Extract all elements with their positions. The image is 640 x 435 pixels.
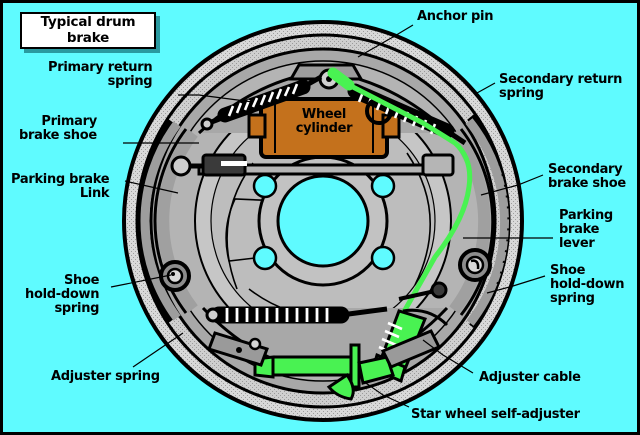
drum-lining-speckle	[148, 33, 511, 409]
figure-title: Typical drum brake	[40, 14, 136, 46]
leader-shoe-hold-down-spring-right	[486, 275, 546, 294]
anchor-pad-rivet-left	[236, 347, 242, 353]
leader-parking-brake-link	[124, 180, 179, 194]
callout-secondary-brake-shoe: Secondary brake shoe	[548, 162, 626, 192]
callout-adjuster-spring: Adjuster spring	[51, 369, 160, 384]
lever-pivot-boss	[430, 281, 448, 299]
leader-shoe-hold-down-spring-left	[110, 274, 172, 288]
adjuster-spring	[205, 306, 388, 324]
callout-star-wheel-self-adjuster: Star wheel self-adjuster	[411, 407, 580, 422]
leader-star-wheel-self-adjuster	[362, 380, 410, 408]
lug-hole	[370, 173, 396, 199]
parking-brake-link	[170, 153, 455, 177]
primary-shoe-web	[140, 121, 181, 321]
lug-hole	[252, 245, 278, 271]
star-wheel-tab	[326, 372, 355, 401]
secondary-shoe-body	[449, 129, 491, 314]
star-wheel-self-adjuster	[253, 343, 395, 401]
callout-secondary-return-spring: Secondary return spring	[499, 72, 623, 102]
callout-parking-brake-link: Parking brake Link	[11, 172, 110, 202]
shoe-hold-down-spring-left	[159, 260, 191, 292]
leader-primary-return-spring	[178, 94, 254, 103]
callout-leader-lines	[110, 24, 553, 408]
wheel-cylinder-piston-left	[247, 113, 267, 139]
hub-bore	[276, 174, 370, 268]
plate-contour-1	[226, 162, 254, 290]
lever-link	[402, 308, 449, 327]
brake-assembly-illustration	[3, 3, 637, 432]
callout-adjuster-cable: Adjuster cable	[479, 370, 581, 385]
wheel-cylinder-piston-right	[381, 113, 401, 139]
secondary-shoe-rim	[459, 128, 495, 316]
drum-assembly	[122, 20, 524, 422]
callout-anchor-pin: Anchor pin	[417, 9, 494, 24]
lever-pivot-rod	[398, 289, 436, 301]
lug-hole	[370, 245, 396, 271]
leader-adjuster-spring	[132, 332, 184, 368]
anchor-pad-hole-left	[248, 337, 262, 351]
secondary-shoe-web	[465, 118, 509, 326]
figure-title-box: Typical drum brake	[20, 12, 156, 49]
callout-primary-return-spring: Primary return spring	[48, 60, 153, 90]
secondary-shoe-anchor-pad	[380, 329, 442, 369]
leader-adjuster-cable	[422, 339, 474, 374]
leader-secondary-brake-shoe	[480, 174, 544, 196]
callout-primary-brake-shoe: Primary brake shoe	[19, 114, 97, 144]
leader-anchor-pin	[357, 24, 414, 58]
primary-return-spring	[200, 74, 323, 131]
lug-hole	[252, 173, 278, 199]
callout-parking-brake-lever: Parking brake lever	[559, 208, 613, 252]
callout-shoe-hold-down-spring-right: Shoe hold-down spring	[550, 263, 625, 307]
shoe-hold-down-spring-right	[458, 248, 492, 282]
leader-secondary-return-spring	[476, 82, 496, 94]
star-wheel	[349, 343, 361, 389]
primary-shoe-lining	[137, 116, 178, 326]
star-wheel-fork	[357, 355, 395, 385]
callout-shoe-hold-down-spring-left: Shoe hold-down spring	[25, 273, 100, 317]
adjuster-cable	[327, 67, 473, 319]
label-wheel-cylinder: Wheel cylinder	[295, 107, 353, 137]
